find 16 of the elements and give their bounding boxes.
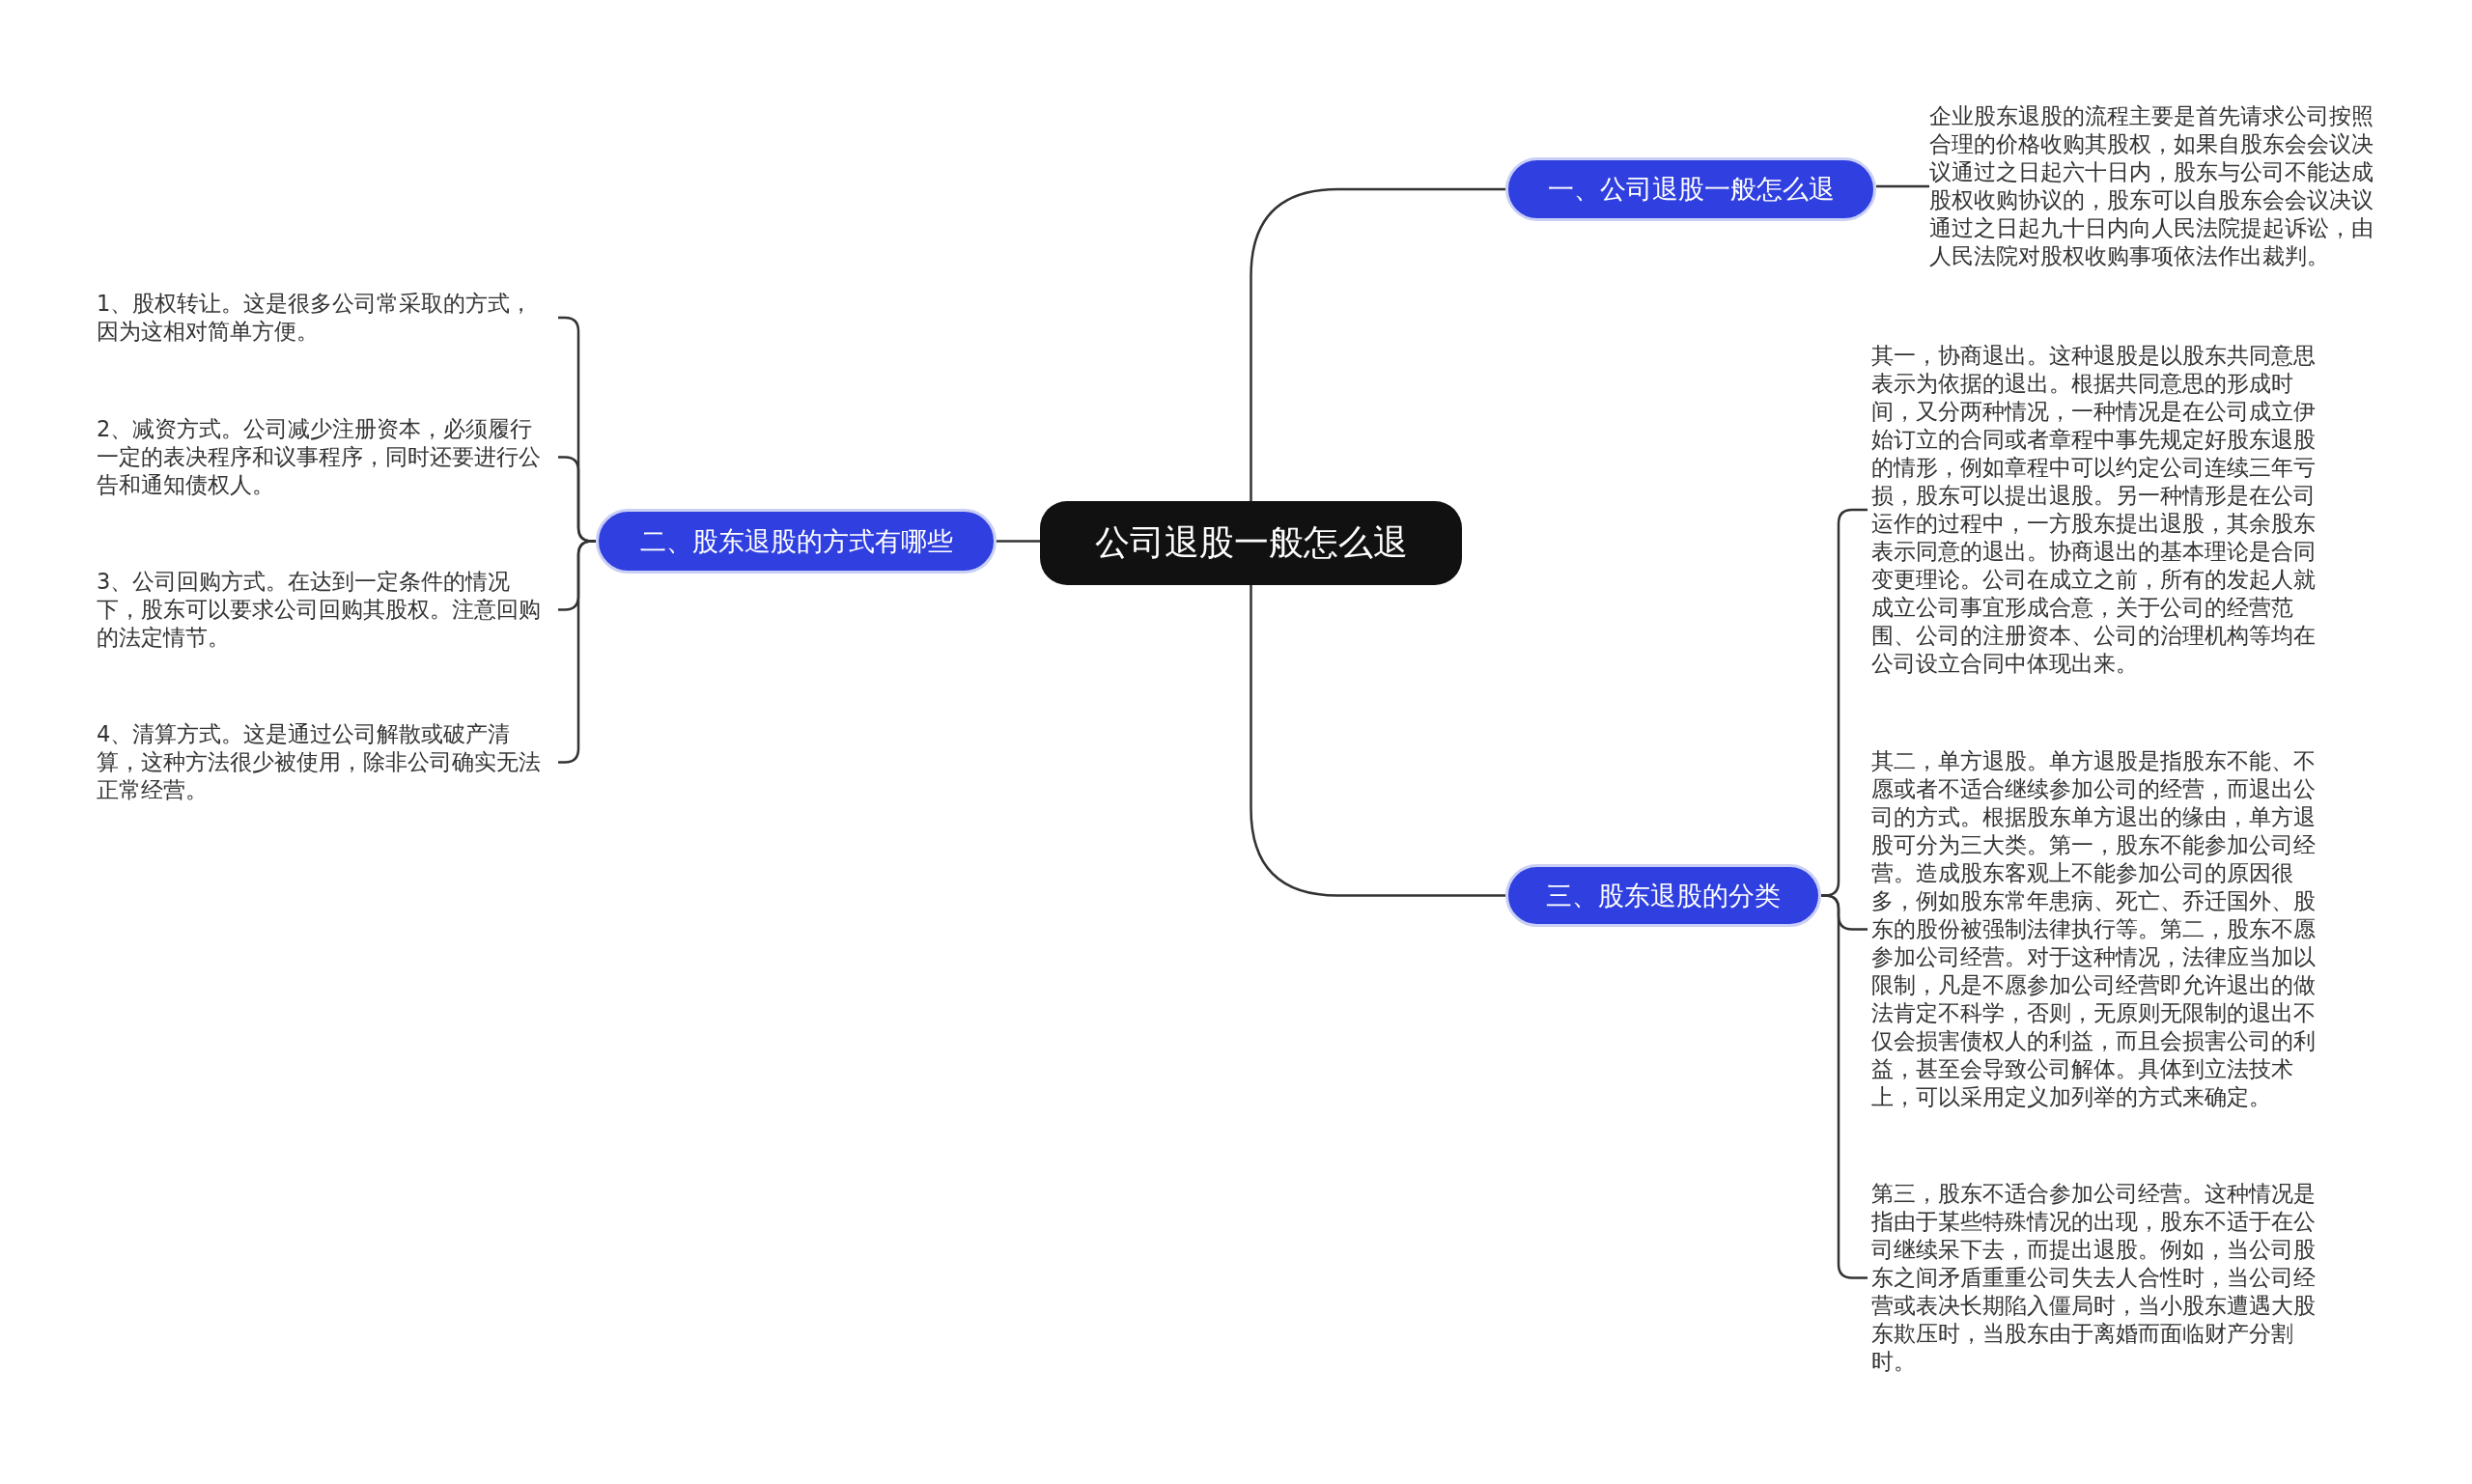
- topic-text: 其一，协商退出。这种退股是以股东共同意思表示为依据的退出。根据共同意思的形成时间，又分两种情况，一种情况是在公司成立伊始订立的合同或者章程中事先规定好股东退股的情形，例如章程中可以约定公司连续三年亏损，股东可以提出退股。另一种情形是在公司运作的过程中，一方股东提出退股，其余股东表示同意的退出。协商退出的基本理论是合同变更理论。公司在成立之前，所有的发起人就成立公司事宜形成合意，关于公司的经营范围、公司的注册资本、公司的治理机构等均在公司设立合同中体现出来。: [1871, 342, 2329, 678]
- connector-line: [1250, 585, 1505, 897]
- topic-text: 2、减资方式。公司减少注册资本，必须履行一定的表决程序和议事程序，同时还要进行公告和通知债权人。: [97, 415, 554, 499]
- topic-text: 其二，单方退股。单方退股是指股东不能、不愿或者不适合继续参加公司的经营，而退出公司的方式。根据股东单方退出的缘由，单方退股可分为三大类。第一，股东不能参加公司经营。造成股东客观上不能参加公司的原因很多，例如股东常年患病、死亡、乔迁国外、股东的股份被强制法律执行等。第二，股东不愿参加公司经营。对于这种情况，法律应当加以限制，凡是不愿参加公司经营即允许退出的做法肯定不科学，否则，无原则无限制的退出不仅会损害债权人的利益，而且会损害公司的利益，甚至会导致公司解体。具体到立法技术上，可以采用定义加列举的方式来确定。: [1871, 747, 2329, 1111]
- topic-text: 1、股权转让。这是很多公司常采取的方式，因为这相对简单方便。: [97, 290, 554, 346]
- branch-topic: 三、股东退股的分类: [1505, 864, 1821, 927]
- branch-topic: 二、股东退股的方式有哪些: [596, 509, 997, 574]
- central-topic: 公司退股一般怎么退: [1040, 501, 1462, 585]
- topic-text: 4、清算方式。这是通过公司解散或破产清算，这种方法很少被使用，除非公司确实无法正常经营。: [97, 720, 554, 804]
- topic-text: 第三，股东不适合参加公司经营。这种情况是指由于某些特殊情况的出现，股东不适于在公司继续呆下去，而提出退股。例如，当公司股东之间矛盾重重公司失去人合性时，当公司经营或表决长期陷入僵局时，当小股东遭遇大股东欺压时，当股东由于离婚而面临财产分割时。: [1871, 1180, 2329, 1376]
- topic-text: 3、公司回购方式。在达到一定条件的情况下，股东可以要求公司回购其股权。注意回购的法定情节。: [97, 568, 554, 652]
- connector-line: [1250, 187, 1505, 501]
- connector-line: [997, 540, 1040, 543]
- connector-line: [1876, 184, 1929, 188]
- topic-text: 企业股东退股的流程主要是首先请求公司按照合理的价格收购其股权，如果自股东会会议决议通过之日起六十日内，股东与公司不能达成股权收购协议的，股东可以自股东会会议决议通过之日起九十日内向人民法院提起诉讼，由人民法院对股权收购事项依法作出裁判。: [1929, 102, 2387, 270]
- branch-topic: 一、公司退股一般怎么退: [1505, 157, 1876, 221]
